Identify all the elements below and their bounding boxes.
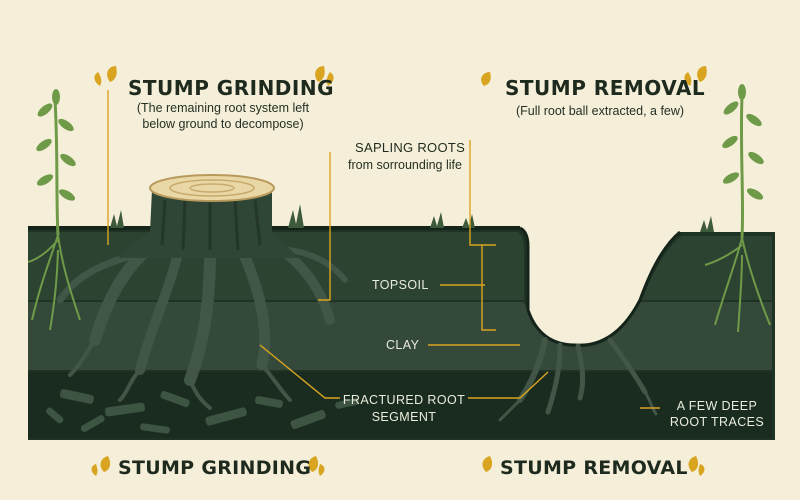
leaf-icon (482, 456, 493, 472)
leaf-icon (308, 456, 319, 472)
clay-label: CLAY (386, 338, 420, 352)
sapling-roots-label: SAPLING ROOTS (355, 140, 466, 155)
stump-removal-title: STUMP REMOVAL (505, 76, 706, 100)
stump-grinding-note-line1: (The remaining root system left (136, 101, 310, 115)
clay-layer (28, 302, 772, 370)
topsoil-layer-right (642, 236, 772, 300)
leaf-icon (315, 66, 325, 82)
leader-lines (107, 90, 660, 409)
footer-stump-removal: STUMP REMOVAL (500, 457, 688, 479)
stump-grinding-title: STUMP GRINDING (128, 76, 335, 100)
leaf-icon (107, 66, 117, 82)
leaf-icon (326, 72, 334, 86)
stump-grinding-note-line2: below ground to decompose) (142, 117, 304, 131)
grass-tufts (110, 204, 714, 232)
fractured-root-label-line2: SEGMENT (371, 410, 437, 424)
topsoil-label: TOPSOIL (372, 278, 429, 292)
sapling-roots-sublabel: from sorrounding life (348, 158, 462, 172)
pit-outline (519, 226, 681, 347)
ground-line (28, 226, 520, 230)
footer-stump-grinding: STUMP GRINDING (118, 457, 312, 479)
leaf-icon (688, 456, 699, 472)
leaf-accents (91, 66, 707, 476)
leaf-icon (100, 456, 111, 472)
fractured-root-label-line1: FRACTURED ROOT (342, 393, 466, 407)
leaf-icon (698, 464, 705, 476)
deep-root-label-line2: ROOT TRACES (669, 415, 765, 429)
fractured-segments (45, 389, 360, 434)
leaf-icon (697, 66, 707, 82)
leaf-icon (91, 464, 98, 476)
deep-root-label-line1: A FEW DEEP (676, 399, 758, 413)
tree-stump (118, 174, 300, 258)
leaf-icon (318, 464, 325, 476)
leaf-icon (94, 72, 102, 86)
sapling-left (27, 89, 81, 331)
stump-removal-note: (Full root ball extracted, a few) (515, 104, 685, 118)
stump-top (149, 174, 275, 202)
leaf-icon (684, 72, 692, 86)
sapling-right (704, 84, 771, 333)
leaf-icon (481, 72, 491, 86)
